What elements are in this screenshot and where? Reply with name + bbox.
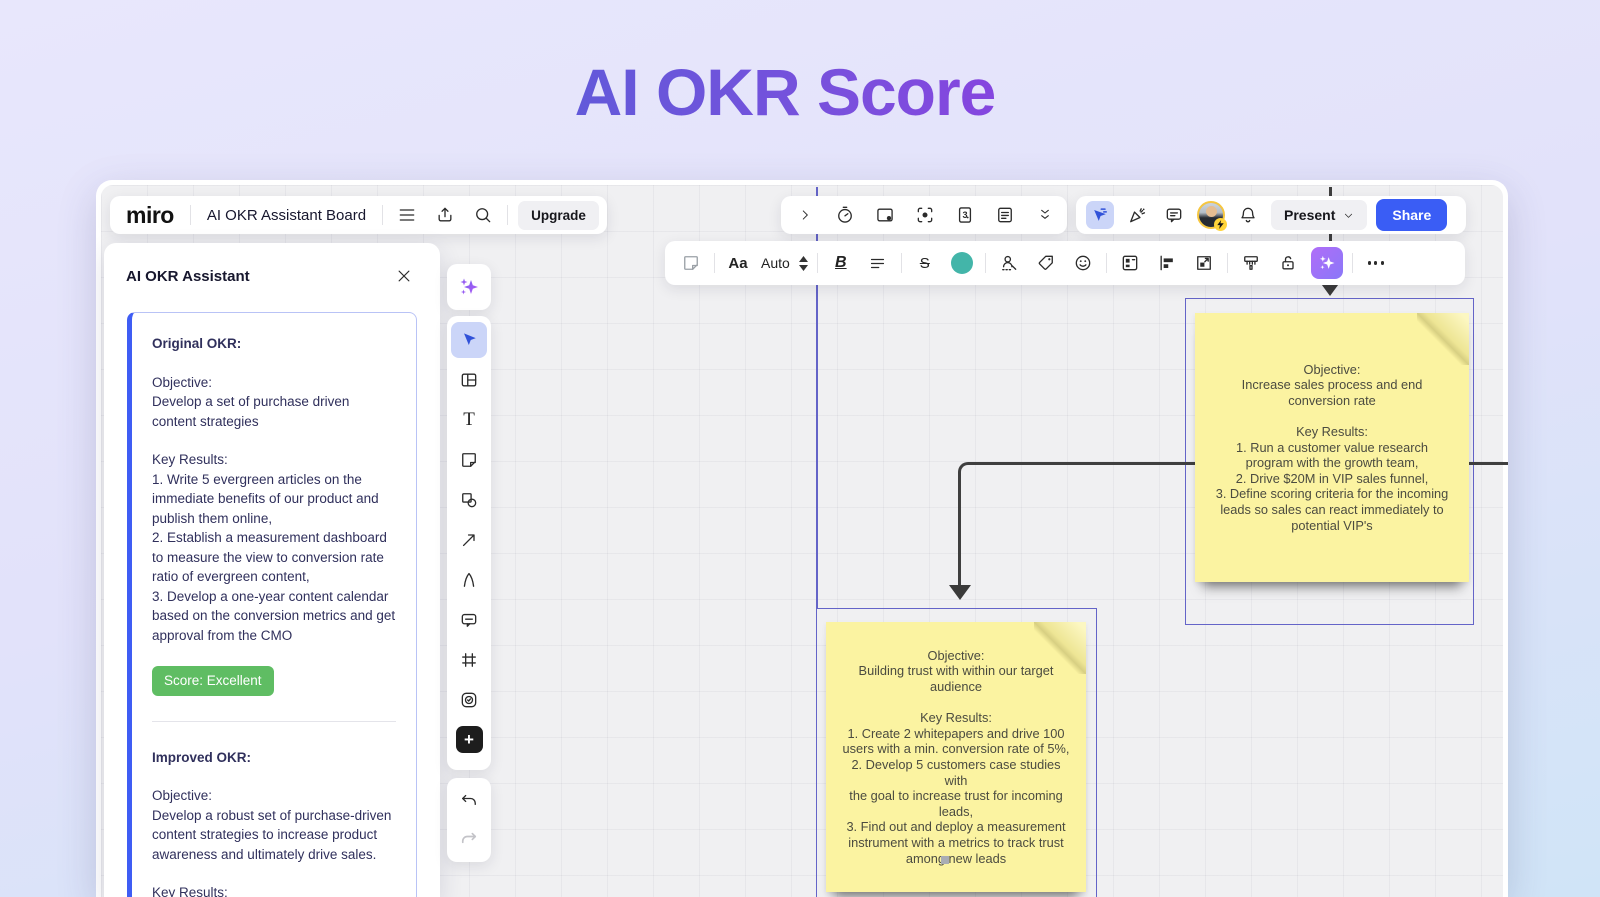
estimation-card-icon[interactable]: 3 [951,201,979,229]
pen-tool[interactable] [451,562,487,598]
ai-sparkles-tool[interactable] [451,270,487,304]
font-size-value[interactable]: Auto [761,255,790,271]
assign-person-icon[interactable] [995,249,1023,277]
collapse-toolbar-icon[interactable] [1031,201,1059,229]
notifications-bell-icon[interactable] [1234,201,1262,229]
tag-icon[interactable] [1032,249,1060,277]
sticky-fold-corner [1417,313,1469,365]
comments-icon[interactable] [1160,201,1188,229]
apps-tool[interactable] [451,682,487,718]
undo-redo-box [447,778,491,862]
selection-line-vertical [816,187,818,608]
reactions-icon[interactable] [1123,201,1151,229]
sticky-fold-corner [1034,622,1086,674]
panel-title: AI OKR Assistant [126,267,250,285]
comment-tool[interactable] [451,602,487,638]
user-avatar[interactable] [1197,201,1227,231]
divider [507,205,509,225]
note-type-icon[interactable] [677,249,705,277]
divider [382,205,384,225]
original-objective: Objective: Develop a set of purchase dri… [152,374,350,429]
board-title[interactable]: AI OKR Assistant Board [206,206,367,224]
present-button[interactable]: Present [1271,200,1368,230]
original-key-results: Key Results: 1. Write 5 evergreen articl… [152,452,396,643]
search-button[interactable] [469,201,497,229]
color-swatch[interactable] [948,249,976,277]
shapes-tool[interactable] [451,482,487,518]
selection-box-bottom-sticky [816,608,1097,897]
ai-okr-assistant-panel: AI OKR Assistant Original OKR: Objective… [104,243,440,897]
sticky-note-trust[interactable]: Objective: Building trust with within ou… [826,622,1086,892]
align-shapes-icon[interactable] [1153,249,1181,277]
format-toolbar: Aa Auto B S [665,241,1465,285]
page-title: AI OKR Score [0,54,1570,130]
tools-box: T + [447,316,491,770]
lock-open-icon[interactable] [1274,249,1302,277]
add-tool-button[interactable]: + [455,726,483,753]
topbar-right: Present Share [1076,196,1466,234]
ai-tool-box [447,264,491,310]
divider [189,205,191,225]
sticky-note-sales[interactable]: Objective: Increase sales process and en… [1195,313,1469,582]
collaboration-cursor-tool[interactable] [1086,201,1114,229]
ai-assist-button[interactable] [1310,247,1343,279]
strikethrough-button[interactable]: S [919,254,930,272]
connector-tool[interactable] [451,522,487,558]
svg-text:3: 3 [963,210,968,220]
layout-grid-icon[interactable] [1116,249,1144,277]
original-okr-heading: Original OKR: [152,336,242,351]
close-panel-button[interactable] [390,262,418,290]
more-options-icon[interactable] [1362,249,1390,277]
improved-okr-heading: Improved OKR: [152,749,252,765]
upgrade-button[interactable]: Upgrade [518,200,599,230]
undo-button[interactable] [451,784,487,818]
redo-button[interactable] [451,822,487,856]
connector-top-line[interactable] [1329,187,1332,282]
card-divider [152,720,396,722]
topbar-left: miro AI OKR Assistant Board Upgrade [110,196,607,234]
chevron-down-icon [1345,213,1353,218]
text-tool[interactable]: T [463,409,475,430]
spotlight-icon[interactable] [911,201,939,229]
text-align-button[interactable] [864,249,892,277]
bring-to-frame-icon[interactable] [871,201,899,229]
okr-result-card: Original OKR: Objective: Develop a set o… [127,312,417,897]
main-menu-button[interactable] [393,201,421,229]
frame-tool[interactable] [451,642,487,678]
crop-frame-icon[interactable] [1190,249,1218,277]
emoji-icon[interactable] [1069,249,1097,277]
templates-tool[interactable] [451,362,487,398]
connector-elbow-arrowhead [948,585,971,600]
font-style-button[interactable]: Aa [728,254,748,272]
selection-box-right-sticky [1185,298,1474,625]
sticky-note-text: Objective: Building trust with within ou… [842,647,1070,866]
upgrade-bolt-badge [1214,218,1227,231]
sticky-note-tool[interactable] [451,442,487,478]
topbar-middle: 3 [781,196,1067,234]
score-badge: Score: Excellent [152,666,274,696]
sticky-note-text: Objective: Increase sales process and en… [1215,361,1449,533]
improved-objective: Objective: Develop a robust set of purch… [152,788,392,862]
miro-logo[interactable]: miro [126,201,174,228]
improved-key-results: Key Results: 1. Write and publish 7 ever… [152,885,228,897]
share-button[interactable]: Share [1376,199,1448,231]
notes-icon[interactable] [991,201,1019,229]
paint-roller-icon[interactable] [1237,249,1265,277]
font-size-stepper[interactable] [798,255,808,271]
bold-button[interactable]: B [835,254,847,271]
export-button[interactable] [431,201,459,229]
expand-panel-button[interactable] [791,201,819,229]
resize-handle[interactable] [941,856,949,864]
select-tool[interactable] [451,322,487,358]
timer-icon[interactable] [831,201,859,229]
miro-app-window: Objective: Increase sales process and en… [96,180,1508,897]
